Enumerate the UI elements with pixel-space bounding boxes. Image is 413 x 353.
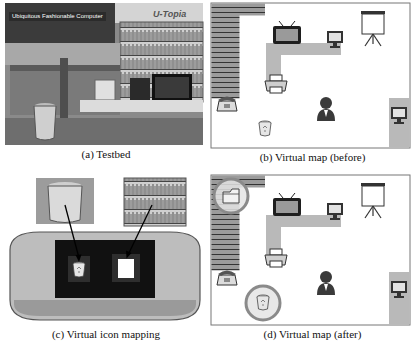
figure-panel: (d) Virtual map (after): [211, 175, 413, 343]
logo-text: U-Topia: [150, 8, 189, 21]
icon-mapping-illustration-part: [10, 232, 200, 320]
virtual-map-before-part: [327, 31, 343, 48]
testbed-photo-part: [155, 77, 189, 98]
virtual-map-after-part: [317, 271, 335, 295]
virtual-map-before: [211, 3, 410, 148]
testbed-photo-part: [130, 78, 150, 100]
panel-caption: (a) Testbed: [5, 148, 207, 161]
virtual-map-after-part: [257, 295, 269, 310]
icon-mapping-illustration-part: [65, 205, 79, 258]
virtual-map-after-part: [246, 286, 280, 320]
virtual-map-before-part: [265, 75, 287, 93]
testbed-photo-part: [80, 100, 203, 112]
virtual-map-before-part: [211, 3, 410, 148]
panel-caption: (b) Virtual map (before): [211, 151, 413, 164]
icon-mapping-illustration-part: [118, 259, 134, 278]
virtual-map-after-part: [265, 249, 287, 267]
testbed-photo-part: [60, 58, 68, 118]
testbed-photo-part: [95, 80, 115, 100]
virtual-map-after-part: [214, 179, 248, 213]
icon-mapping-illustration-part: [124, 178, 186, 226]
panel-caption: (d) Virtual map (after): [211, 328, 413, 341]
icon-mapping-illustration-part: [124, 178, 186, 226]
virtual-map-after-part: [273, 193, 301, 216]
testbed-photo-part: [5, 3, 203, 145]
virtual-map-before-part: [212, 4, 240, 99]
virtual-map-after-part: [211, 175, 410, 325]
virtual-map-before-part: [391, 107, 407, 124]
virtual-map-after: [211, 175, 410, 325]
figure-panel: (c) Virtual icon mapping: [5, 175, 207, 343]
virtual-map-after-part: [391, 281, 407, 298]
virtual-map-before-part: [259, 121, 271, 136]
icon-mapping-illustration-part: [76, 255, 82, 263]
virtual-map-after-part: [217, 271, 237, 286]
virtual-map-before-part: [361, 11, 385, 46]
virtual-map-after-part: [389, 272, 410, 325]
testbed-photo-part: [120, 22, 203, 102]
icon-mapping-illustration-part: [48, 186, 82, 223]
virtual-map-before-part: [317, 97, 335, 121]
icon-mapping-illustration-part: [14, 300, 196, 316]
testbed-photo-part: [120, 22, 203, 102]
virtual-map-before-part: [217, 97, 237, 112]
testbed-photo-part: [5, 3, 115, 43]
testbed-photo-part: [34, 106, 56, 140]
icon-mapping-illustration-part: [126, 251, 132, 259]
panel-caption: (c) Virtual icon mapping: [5, 328, 207, 341]
virtual-map-after-part: [327, 203, 343, 220]
icon-mapping-illustration-part: [73, 262, 85, 277]
virtual-map-before-part: [273, 21, 301, 44]
icon-mapping-illustration-part: [128, 205, 152, 255]
testbed-photo-part: [152, 74, 192, 101]
virtual-map-after-part: [361, 183, 385, 218]
testbed-photo: [5, 3, 203, 145]
icon-mapping-illustration: [10, 178, 200, 320]
virtual-map-after-part: [223, 189, 239, 203]
testbed-photo-part: [115, 3, 203, 23]
virtual-map-before-part: [389, 98, 410, 148]
figure-panel: (a) Testbed: [5, 3, 207, 163]
icon-mapping-illustration-part: [112, 254, 140, 282]
sign-text: Ubiquitous Fashionable Computer: [9, 12, 106, 21]
virtual-map-before-part: [239, 4, 265, 16]
icon-mapping-illustration-part: [55, 240, 155, 298]
icon-mapping-illustration-part: [36, 178, 94, 224]
figure-panel: (b) Virtual map (before): [211, 3, 413, 166]
